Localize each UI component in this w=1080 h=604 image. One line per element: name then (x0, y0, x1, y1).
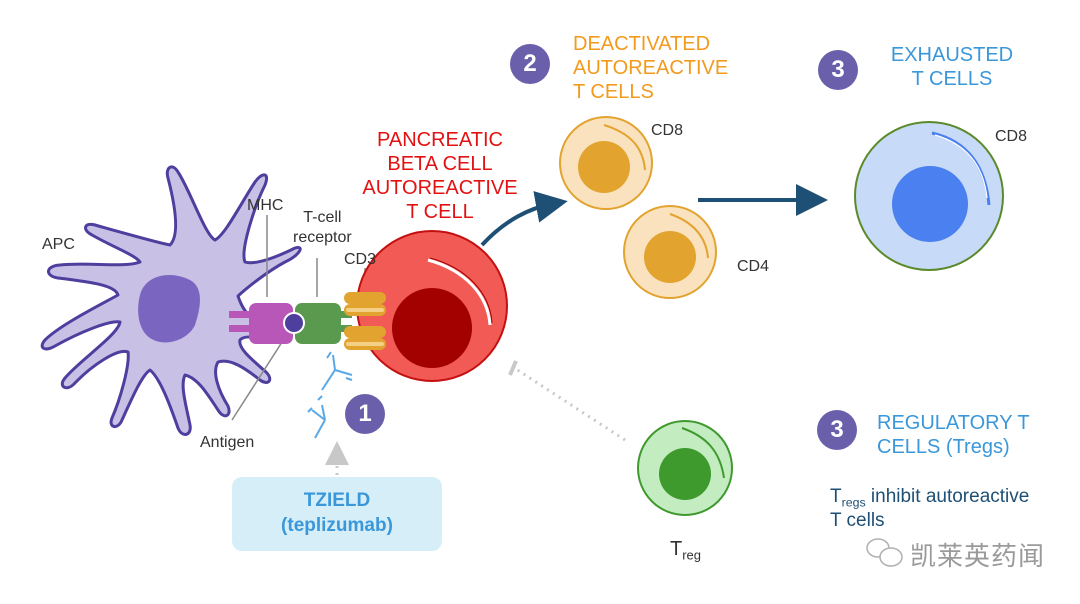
mhc-label: MHC (247, 197, 284, 214)
apc-cell (40, 165, 302, 436)
membrane-highlight (427, 258, 492, 326)
autoreactive-nucleus (392, 288, 472, 368)
autoreactive-title: PANCREATIC BETA CELL AUTOREACTIVE T CELL (362, 129, 518, 223)
deactivated-cd8-cell (559, 116, 653, 210)
autoreactive-t-cell (356, 230, 508, 382)
treg-label: Treg (670, 538, 701, 563)
drug-generic-name: (teplizumab) (281, 515, 393, 536)
exhausted-cd8-label: CD8 (995, 128, 1028, 145)
wechat-icon (866, 538, 903, 567)
tregs-note-t: T (830, 486, 842, 507)
deactivated-cd4-cell (623, 205, 717, 299)
tregs-note-line2: T cells (830, 510, 885, 532)
mhc-molecule (229, 303, 293, 344)
exhausted-title: EXHAUSTED T CELLS (890, 44, 1014, 90)
cd3-complex (344, 292, 386, 350)
tregs-note: Tregs inhibit autoreactive T cells (830, 486, 1029, 533)
regulatory-title: REGULATORY T CELLS (Tregs) (877, 412, 1030, 458)
tregs-note-text: inhibit autoreactive (865, 486, 1030, 507)
treg-label-sub: reg (682, 547, 702, 563)
treg-cell (637, 420, 733, 516)
deactivated-cd8-label: CD8 (651, 122, 684, 139)
apc-nucleus (138, 275, 200, 343)
drug-name: TZIELD (303, 490, 371, 512)
step-3-regulatory-badge: 3 (817, 410, 857, 450)
antigen-label: Antigen (200, 434, 255, 451)
antigen (283, 312, 305, 334)
watermark-text: 凯莱英药闻 (910, 542, 1046, 572)
tzield-drug-box: TZIELD (teplizumab) (232, 477, 442, 551)
arrow-to-deactivated (480, 191, 568, 247)
apc-label: APC (42, 236, 75, 253)
step-3-exhausted-badge: 3 (818, 50, 858, 90)
tcr-label: T-cell receptor (293, 209, 352, 246)
treg-label-t: T (670, 538, 683, 560)
cd3-label: CD3 (344, 251, 377, 268)
tregs-note-sub: regs (841, 495, 866, 510)
deactivated-title: DEACTIVATED AUTOREACTIVE T CELLS (573, 33, 729, 103)
step-2-badge: 2 (510, 44, 550, 84)
deactivated-cd4-label: CD4 (737, 258, 770, 275)
step-1-badge: 1 (345, 394, 385, 434)
treg-inhibition-line (515, 367, 626, 442)
inhibition-bar (508, 360, 518, 376)
antibody-icon (307, 351, 353, 439)
exhausted-cd8-cell (854, 121, 1004, 271)
